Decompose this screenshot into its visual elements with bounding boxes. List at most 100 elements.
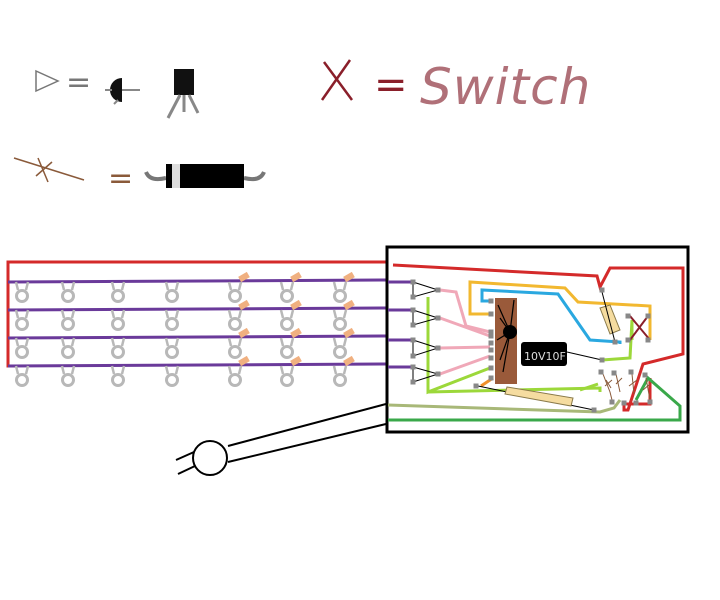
pad: [410, 322, 416, 328]
ground-wire: [388, 375, 682, 422]
pad: [410, 379, 416, 385]
led-ring: [15, 317, 29, 331]
pad: [488, 311, 494, 317]
yellow-wire: [468, 280, 652, 340]
led-leg: [332, 337, 348, 347]
led-leg: [164, 281, 180, 291]
led: [279, 299, 302, 331]
row-wire: [7, 278, 387, 284]
pad: [642, 372, 648, 378]
pad: [488, 340, 494, 346]
legend-transistor-equals: =: [66, 65, 91, 100]
led-resistor: [238, 327, 250, 339]
led-leg: [14, 365, 30, 375]
led: [60, 281, 76, 303]
led-ring: [333, 317, 347, 331]
olive-wire: [387, 399, 622, 414]
led-ring: [61, 317, 75, 331]
led-leg: [279, 365, 295, 375]
led-ring: [280, 345, 294, 359]
led-resistor: [343, 299, 355, 311]
led-matrix: [6, 260, 387, 387]
small-resistors: [602, 373, 651, 401]
pad: [488, 355, 494, 361]
led-ring: [15, 289, 29, 303]
resistor-vertical: [599, 304, 621, 335]
led-resistor: [238, 271, 250, 283]
led-ring: [228, 373, 242, 387]
led: [279, 355, 302, 387]
led-ring: [61, 289, 75, 303]
led-leg: [110, 365, 126, 375]
legend-switch-equals: =: [374, 62, 408, 108]
led-leg: [110, 337, 126, 347]
led: [60, 365, 76, 387]
led-resistor: [238, 355, 250, 367]
led-ring: [165, 345, 179, 359]
led: [60, 309, 76, 331]
legend-switch-label: Switch: [420, 58, 591, 116]
pad: [598, 369, 604, 375]
led-resistor: [343, 271, 355, 283]
pad: [612, 339, 618, 345]
led-ring: [165, 317, 179, 331]
led-leg: [14, 281, 30, 291]
legend-switch: = Switch: [320, 58, 591, 116]
led-ring: [111, 289, 125, 303]
led-ring: [228, 317, 242, 331]
row-inputs: [388, 280, 413, 369]
pad: [473, 383, 479, 389]
led-ring: [15, 373, 29, 387]
led-leg: [227, 337, 243, 347]
led-resistor: [238, 299, 250, 311]
pad: [609, 399, 615, 405]
pad: [645, 337, 651, 343]
legend-resistor: =: [13, 157, 266, 196]
led: [279, 327, 302, 359]
resistor-long: [477, 385, 595, 411]
capacitor-label: 10V10F: [524, 350, 566, 363]
led: [14, 281, 30, 303]
transistor-package-icon: [174, 69, 194, 95]
pad: [611, 370, 617, 376]
led: [164, 309, 180, 331]
led-leg: [164, 337, 180, 347]
led-leg: [279, 281, 295, 291]
circuit-board: 10V10F: [385, 245, 690, 434]
led-leg: [60, 337, 76, 347]
pads: [410, 279, 653, 413]
led: [332, 355, 355, 387]
microcontroller-chip: [495, 298, 517, 384]
pink-wires: [439, 288, 491, 376]
row-wire: [7, 334, 387, 340]
pad: [599, 357, 605, 363]
capacitor: 10V10F: [521, 342, 603, 366]
led-ring: [333, 373, 347, 387]
led: [110, 365, 126, 387]
led: [332, 327, 355, 359]
switch-icon: [629, 315, 651, 341]
switch-x-icon: [320, 59, 354, 101]
pad: [488, 347, 494, 353]
pad: [488, 365, 494, 371]
led-leg: [227, 309, 243, 319]
led: [332, 271, 355, 303]
pad: [625, 313, 631, 319]
led: [110, 337, 126, 359]
led: [14, 309, 30, 331]
probe-ring: [192, 440, 228, 476]
led-ring: [165, 289, 179, 303]
led-leg: [279, 337, 295, 347]
led: [164, 281, 180, 303]
led-ring: [15, 345, 29, 359]
transistor-symbol-icon: [35, 69, 60, 93]
pad: [488, 375, 494, 381]
led-ring: [228, 345, 242, 359]
led: [60, 337, 76, 359]
row-wire: [7, 362, 387, 368]
led: [110, 309, 126, 331]
pad: [488, 298, 494, 304]
pad: [628, 369, 634, 375]
led-resistor: [290, 271, 302, 283]
